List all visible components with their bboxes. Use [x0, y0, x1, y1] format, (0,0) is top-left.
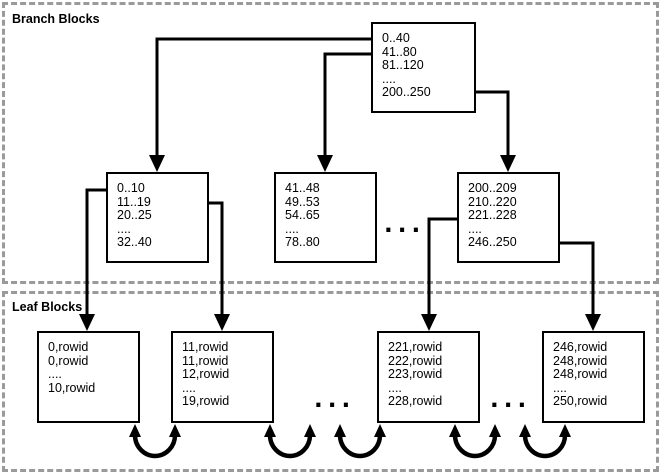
- index-entry: ....: [285, 221, 299, 236]
- branch-block-middle: 41..48 49..53 54..65 .... 78..80: [274, 172, 377, 263]
- leaf-link-arrow-icon: [519, 424, 571, 459]
- index-entry: 12,rowid: [182, 367, 230, 382]
- index-entry: 248,rowid: [553, 353, 608, 368]
- arrowhead-down-icon: [421, 314, 437, 331]
- index-entry: 221..228: [468, 208, 517, 223]
- index-entry: 221,rowid: [388, 340, 443, 354]
- connector-branch-left-to-leaf-2: [208, 201, 224, 315]
- connector-root-to-branch-right: [476, 90, 510, 156]
- index-entry: 222,rowid: [388, 353, 443, 368]
- index-entry: 223,rowid: [388, 367, 443, 382]
- arrowhead-down-icon: [585, 314, 601, 331]
- branch-block-root: 0..40 41..80 81..120 .... 200..250: [371, 22, 476, 113]
- index-entry: 19,rowid: [182, 394, 230, 409]
- index-entry: 41..80: [382, 44, 417, 59]
- index-entry: 32..40: [117, 235, 152, 250]
- index-entry: ....: [382, 71, 396, 86]
- index-entry: ....: [182, 380, 196, 395]
- connector-branch-left-to-leaf-1: [85, 188, 107, 315]
- ellipsis-leaf-level-1: ...: [314, 387, 356, 413]
- index-entry: 250,rowid: [553, 394, 608, 409]
- index-entry: 54..65: [285, 208, 320, 223]
- ellipsis-branch-level: ...: [384, 212, 426, 238]
- index-entry: 49..53: [285, 194, 320, 209]
- index-entry: 11,rowid: [182, 353, 229, 368]
- index-entry: 0,rowid: [48, 353, 89, 368]
- index-entry: 10,rowid: [48, 380, 96, 395]
- arrowhead-down-icon: [79, 314, 95, 331]
- connector-branch-right-to-leaf-3: [427, 217, 458, 315]
- index-entry: ....: [468, 221, 482, 236]
- arrowhead-down-icon: [149, 155, 165, 172]
- index-entry: 20..25: [117, 208, 152, 223]
- leaf-block-4: 246,rowid 248,rowid 248,rowid .... 250,r…: [542, 331, 645, 423]
- connector-root-to-branch-left: [155, 37, 371, 156]
- index-entry: 0..10: [117, 181, 145, 195]
- index-entry: 11,rowid: [182, 340, 229, 354]
- index-entry: 41..48: [285, 181, 320, 195]
- branch-blocks-section: [2, 2, 659, 284]
- index-entry: 0..40: [382, 31, 410, 45]
- branch-block-left: 0..10 11..19 20..25 .... 32..40: [106, 172, 209, 263]
- index-entry: ....: [48, 367, 62, 382]
- arrowhead-down-icon: [214, 314, 230, 331]
- index-entry: ....: [388, 380, 402, 395]
- arrowhead-down-icon: [317, 155, 333, 172]
- leaf-link-arrow-icon: [129, 424, 181, 459]
- connector-branch-right-to-leaf-4: [559, 241, 595, 315]
- index-entry: 210..220: [468, 194, 517, 209]
- index-entry: 248,rowid: [553, 367, 608, 382]
- index-entry: 11..19: [117, 194, 151, 209]
- branch-blocks-label: Branch Blocks: [12, 12, 100, 26]
- index-entry: 228,rowid: [388, 394, 443, 409]
- connector-root-to-branch-middle: [323, 52, 371, 156]
- ellipsis-leaf-level-2: ...: [490, 387, 532, 413]
- index-entry: ....: [117, 221, 131, 236]
- leaf-block-1: 0,rowid 0,rowid .... 10,rowid: [37, 331, 140, 423]
- leaf-blocks-section: [2, 291, 659, 472]
- leaf-link-arrow-icon: [449, 424, 501, 459]
- leaf-block-3: 221,rowid 222,rowid 223,rowid .... 228,r…: [377, 331, 480, 423]
- index-entry: 246,rowid: [553, 340, 608, 354]
- index-entry: 200..250: [382, 85, 431, 100]
- index-entry: 0,rowid: [48, 340, 89, 354]
- index-entry: 81..120: [382, 58, 424, 73]
- leaf-blocks-label: Leaf Blocks: [12, 300, 83, 314]
- leaf-link-arrows: [129, 424, 571, 459]
- branch-block-right: 200..209 210..220 221..228 .... 246..250: [457, 172, 560, 263]
- index-entry: 78..80: [285, 235, 320, 250]
- leaf-block-2: 11,rowid 11,rowid 12,rowid .... 19,rowid: [171, 331, 274, 423]
- index-entry: 246..250: [468, 235, 517, 250]
- leaf-link-arrow-icon: [264, 424, 316, 459]
- index-entry: ....: [553, 380, 567, 395]
- index-entry: 200..209: [468, 181, 517, 195]
- leaf-link-arrow-icon: [334, 424, 386, 459]
- arrowhead-down-icon: [500, 155, 516, 172]
